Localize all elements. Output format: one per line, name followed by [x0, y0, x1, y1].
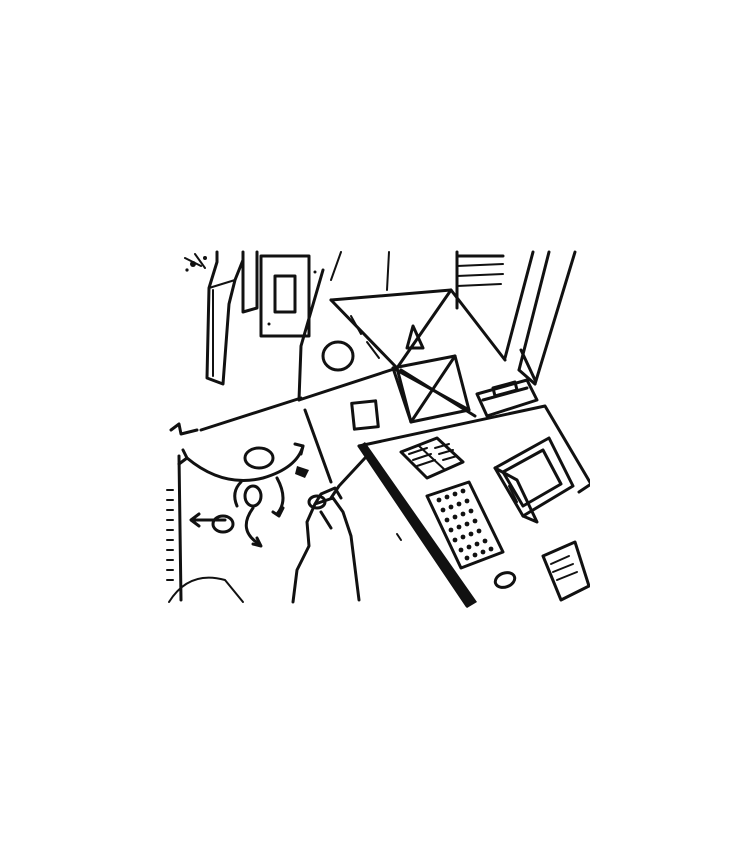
- floor-square: [350, 399, 380, 431]
- hand-with-pen: [291, 456, 367, 604]
- room-sketch-illustration: [165, 250, 590, 612]
- laptop: [493, 436, 575, 524]
- doorway: [205, 250, 259, 386]
- right-wall-window: [455, 250, 577, 386]
- mouse: [493, 571, 517, 589]
- sketch-svg: [166, 250, 590, 608]
- left-wall-edge: [166, 422, 244, 603]
- wall-picture-frame: [259, 254, 311, 338]
- keyboard: [425, 480, 505, 570]
- printer: [475, 348, 539, 418]
- open-book: [399, 436, 465, 480]
- desk: [357, 404, 590, 608]
- floor-triangle: [405, 324, 425, 350]
- gesture-arrows-sketch: [177, 442, 305, 548]
- phone: [541, 540, 590, 602]
- floor-circle: [321, 340, 355, 372]
- ink-scribbles: [184, 253, 317, 326]
- floor-x-square: [391, 354, 471, 424]
